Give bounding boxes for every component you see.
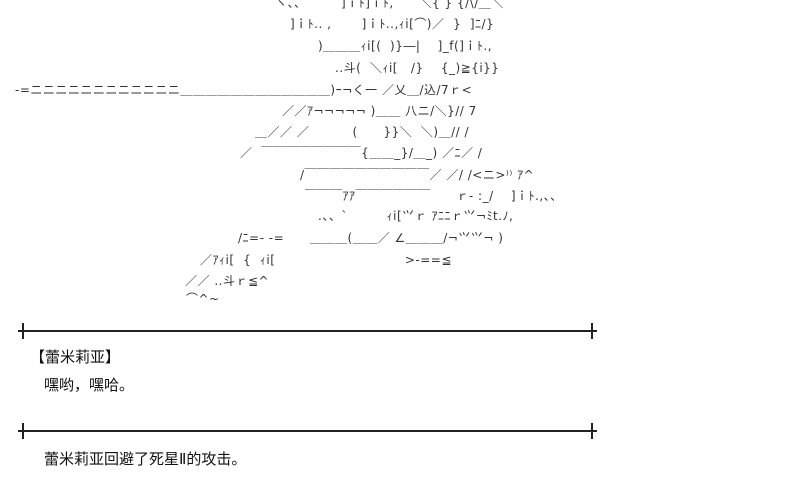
ascii-art-line: ＿／／ ／ ( }}＼ ＼)＿// / (255, 125, 470, 139)
ascii-art-line: ⌒^~ (186, 292, 220, 306)
ascii-art-line: ]ｉﾄ.. , ]ｉﾄ..,ｨi[⌒)／ } ]ﾆ/} (290, 17, 495, 31)
ascii-art-line: ／ ￣￣￣￣￣￣￣￣{＿＿_}/＿_) ／ﾆ／ / (240, 146, 483, 160)
ascii-art-line: /ﾆ=- -= ＿＿＿(＿＿／ ∠＿＿＿/¬⺍⺍¬ ) (238, 231, 504, 245)
section-divider (18, 323, 597, 339)
ascii-art-line: /￣￣￣￣￣￣￣￣￣￣／ ／/ /<ニ>⁾⁾ ｱ^ (300, 168, 535, 182)
ascii-art-line: ／ｱｨi[ { ｨi[ >-==≦ (200, 253, 452, 267)
dialogue-line: 嘿哟，嘿哈。 (44, 376, 135, 394)
narration-text: 蕾米莉亚回避了死星Ⅱ的攻击。 (44, 450, 247, 468)
ascii-art-line: ..斗( ＼ｨi[ /} {_)≧{i}} (335, 61, 500, 75)
ascii-art-line: -=ニニニニニニニニニニニニ＿＿＿＿＿＿＿＿＿＿＿＿)ｰ¬く一 ／乂＿/込/7ｒ… (15, 83, 473, 97)
section-divider (18, 423, 597, 439)
speaker-name: 【蕾米莉亚】 (30, 348, 121, 366)
ascii-art-line: ￣￣￣ｱｱ￣￣￣￣￣￣ ｒ- :_/ ]ｉﾄ.,、、 (305, 189, 563, 203)
ascii-art-line: ヽ、、 ]ｉﾄ]ｉﾄ, ＼{ } {/\/＿＼ (275, 0, 504, 10)
ascii-art-line: ／／ ..斗ｒ≦^ (185, 274, 270, 288)
ascii-art-line: .、、` ｨi[⺍ｒ ｱﾆﾆｒ⺍¬ﾐt.ﾉ, (318, 209, 514, 223)
ascii-art-line: )＿＿＿ｨi[( )}―| ]_f(]ｉﾄ., (318, 39, 493, 53)
ascii-art-line: ／／ｱ¬¬¬¬¬ )＿＿ 八ニ/＼}// 7 (282, 104, 477, 118)
